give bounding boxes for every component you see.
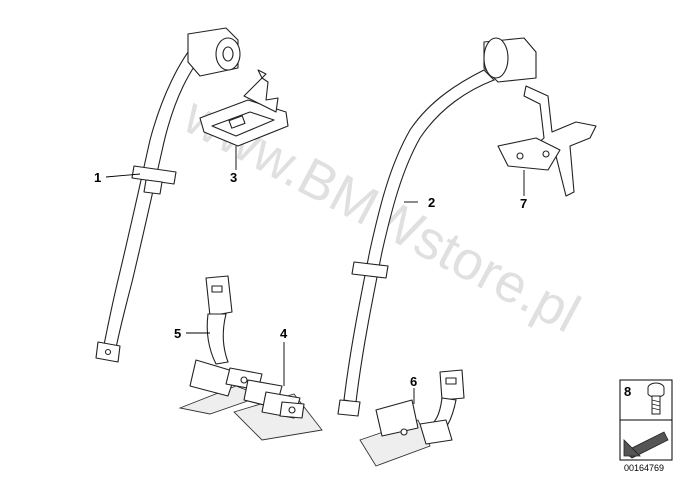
callout-5[interactable]: 5 <box>174 326 181 341</box>
part-7-bracket[interactable] <box>497 85 597 197</box>
arrow-icon <box>623 431 669 459</box>
part-1-left-seat-belt[interactable] <box>95 27 241 363</box>
part-2-right-seat-belt[interactable] <box>337 37 537 417</box>
callout-2[interactable]: 2 <box>428 195 435 210</box>
part-4-buckle[interactable] <box>233 379 323 441</box>
screw-icon <box>647 382 665 415</box>
callout-6[interactable]: 6 <box>410 374 417 389</box>
callout-1[interactable]: 1 <box>94 170 101 185</box>
callout-3[interactable]: 3 <box>230 170 237 185</box>
callout-4[interactable]: 4 <box>280 326 288 341</box>
diagram-code: 00164769 <box>624 463 664 473</box>
callout-8[interactable]: 8 <box>624 384 631 399</box>
part-6-buckle[interactable] <box>359 369 465 467</box>
callout-7[interactable]: 7 <box>520 196 527 211</box>
part-5-buckle[interactable] <box>178 275 264 415</box>
part-3-bracket[interactable] <box>199 69 289 147</box>
part-8-screw-box[interactable]: 8 <box>619 379 673 461</box>
